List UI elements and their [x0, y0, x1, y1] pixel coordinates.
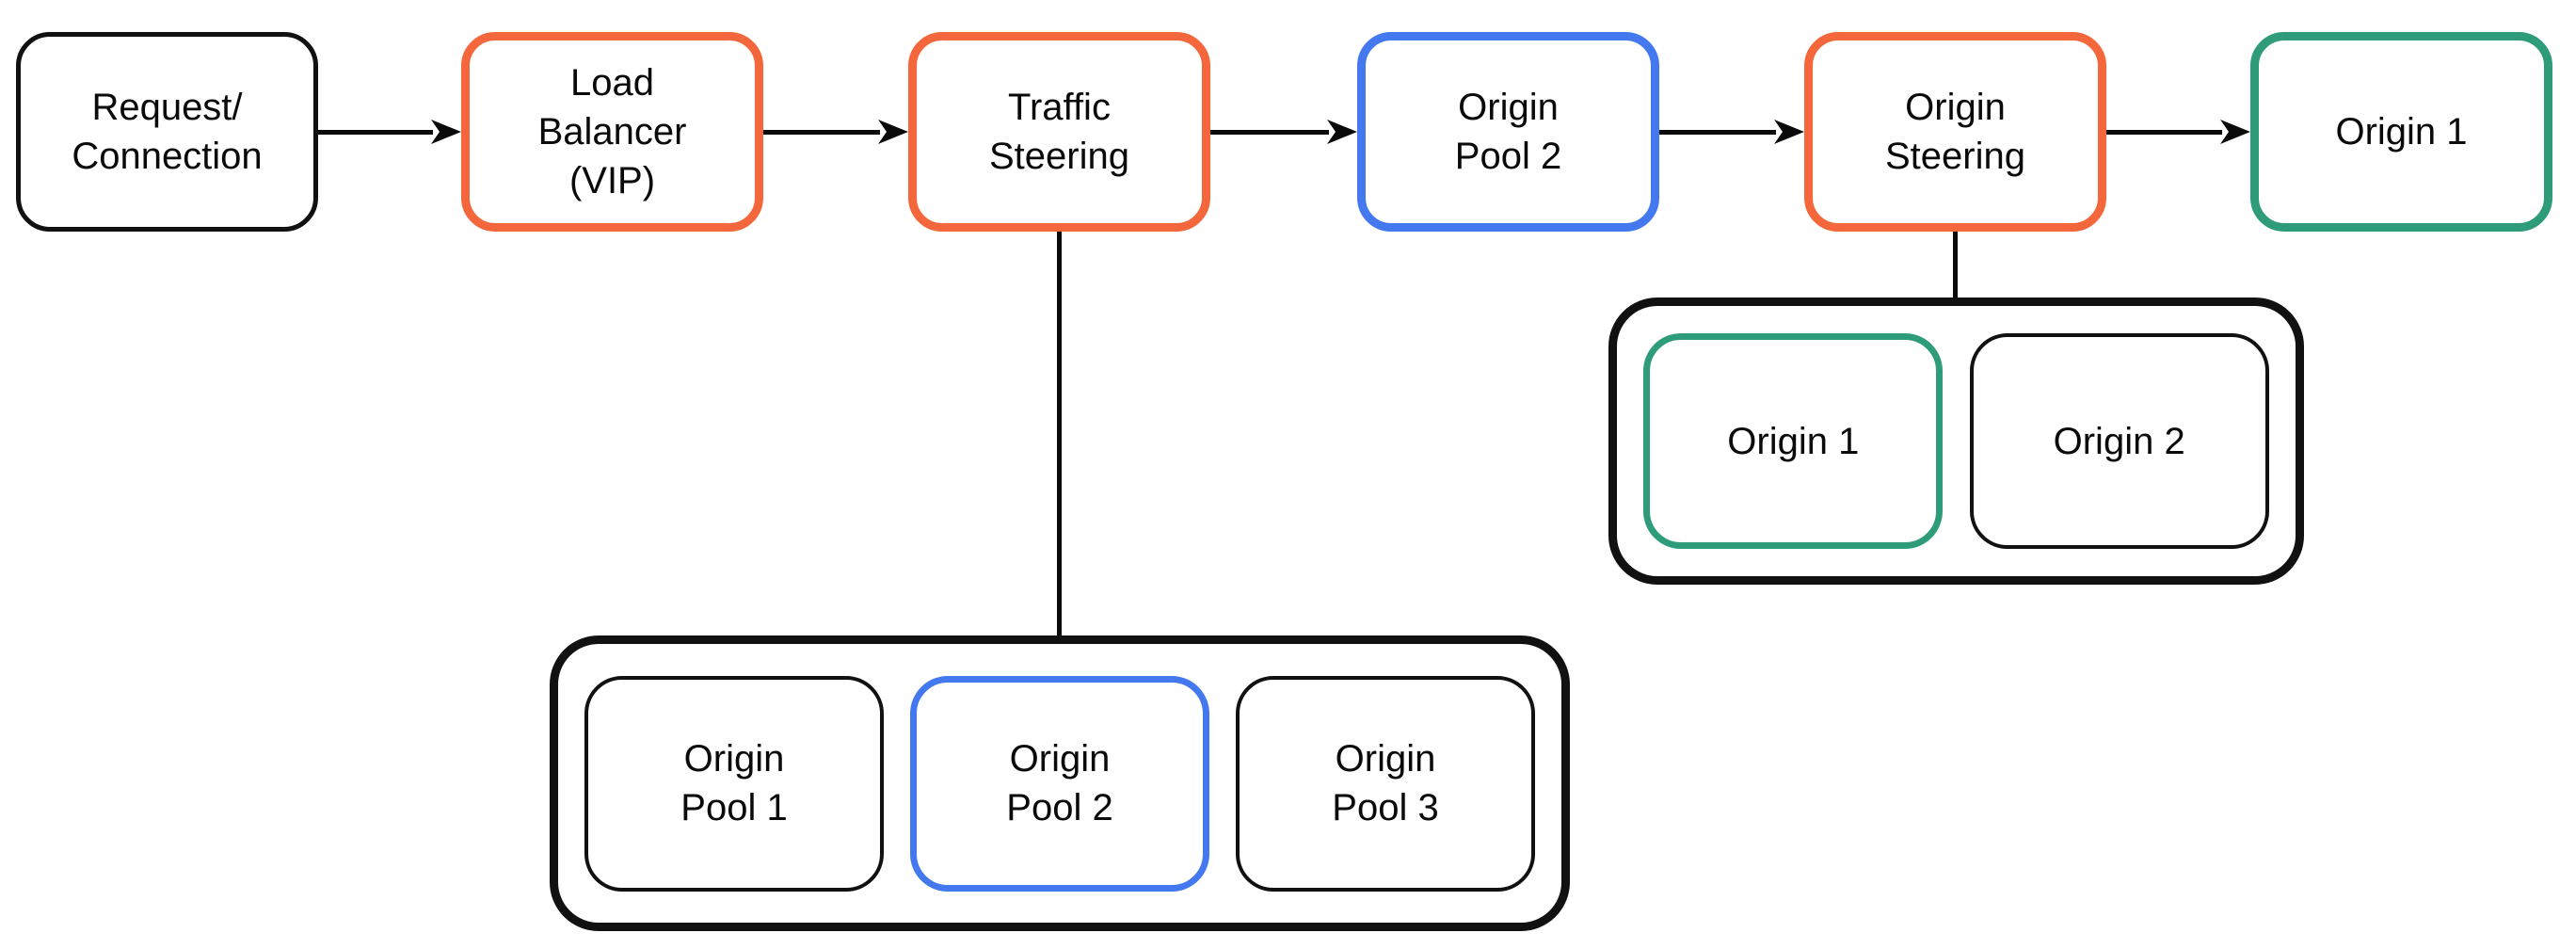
- origin-group: Origin 1 Origin 2: [1608, 298, 2304, 585]
- group-node-origin-1: Origin 1: [1643, 333, 1944, 549]
- group-node-origin-pool-3: Origin Pool 3: [1236, 675, 1535, 892]
- arrow-shaft: [1659, 129, 1776, 135]
- node-origin-1: Origin 1: [2250, 32, 2552, 232]
- group-node-origin-2-label: Origin 2: [2053, 420, 2185, 462]
- arrowhead-icon: [431, 120, 461, 144]
- connector-origin-steering-to-origin-group: [1953, 232, 1958, 298]
- arrow-load-balancer-to-traffic-steering: [763, 119, 908, 145]
- node-request-connection-label: Request/ Connection: [72, 87, 263, 177]
- node-origin-steering-label: Origin Steering: [1885, 87, 2025, 177]
- arrow-shaft: [318, 129, 433, 135]
- arrow-origin-pool-2-to-origin-steering: [1659, 119, 1804, 145]
- arrowhead-icon: [1774, 120, 1804, 144]
- node-origin-pool-2-label: Origin Pool 2: [1454, 87, 1562, 177]
- group-node-origin-pool-2-label: Origin Pool 2: [1006, 738, 1113, 828]
- node-origin-pool-2: Origin Pool 2: [1357, 32, 1659, 232]
- arrow-shaft: [1210, 129, 1329, 135]
- node-traffic-steering: Traffic Steering: [908, 32, 1210, 232]
- node-origin-1-label: Origin 1: [2335, 111, 2468, 153]
- group-node-origin-pool-3-label: Origin Pool 3: [1332, 738, 1439, 828]
- origin-pool-group: Origin Pool 1 Origin Pool 2 Origin Pool …: [550, 635, 1570, 931]
- arrowhead-icon: [1327, 120, 1357, 144]
- arrow-request-to-load-balancer: [318, 119, 461, 145]
- group-node-origin-1-label: Origin 1: [1727, 420, 1860, 462]
- arrow-traffic-steering-to-origin-pool-2: [1210, 119, 1357, 145]
- arrow-origin-steering-to-origin-1: [2106, 119, 2250, 145]
- node-request-connection: Request/ Connection: [16, 32, 318, 232]
- node-load-balancer-vip: Load Balancer (VIP): [461, 32, 763, 232]
- connector-traffic-steering-to-pool-group: [1057, 232, 1062, 636]
- node-origin-steering: Origin Steering: [1804, 32, 2106, 232]
- arrowhead-icon: [2220, 120, 2250, 144]
- group-node-origin-pool-2: Origin Pool 2: [910, 675, 1209, 892]
- group-node-origin-2: Origin 2: [1969, 333, 2269, 549]
- node-traffic-steering-label: Traffic Steering: [989, 87, 1129, 177]
- arrow-shaft: [763, 129, 880, 135]
- group-node-origin-pool-1-label: Origin Pool 1: [680, 738, 788, 828]
- arrow-shaft: [2106, 129, 2222, 135]
- node-load-balancer-vip-label: Load Balancer (VIP): [537, 62, 687, 201]
- arrowhead-icon: [878, 120, 908, 144]
- group-node-origin-pool-1: Origin Pool 1: [584, 675, 884, 892]
